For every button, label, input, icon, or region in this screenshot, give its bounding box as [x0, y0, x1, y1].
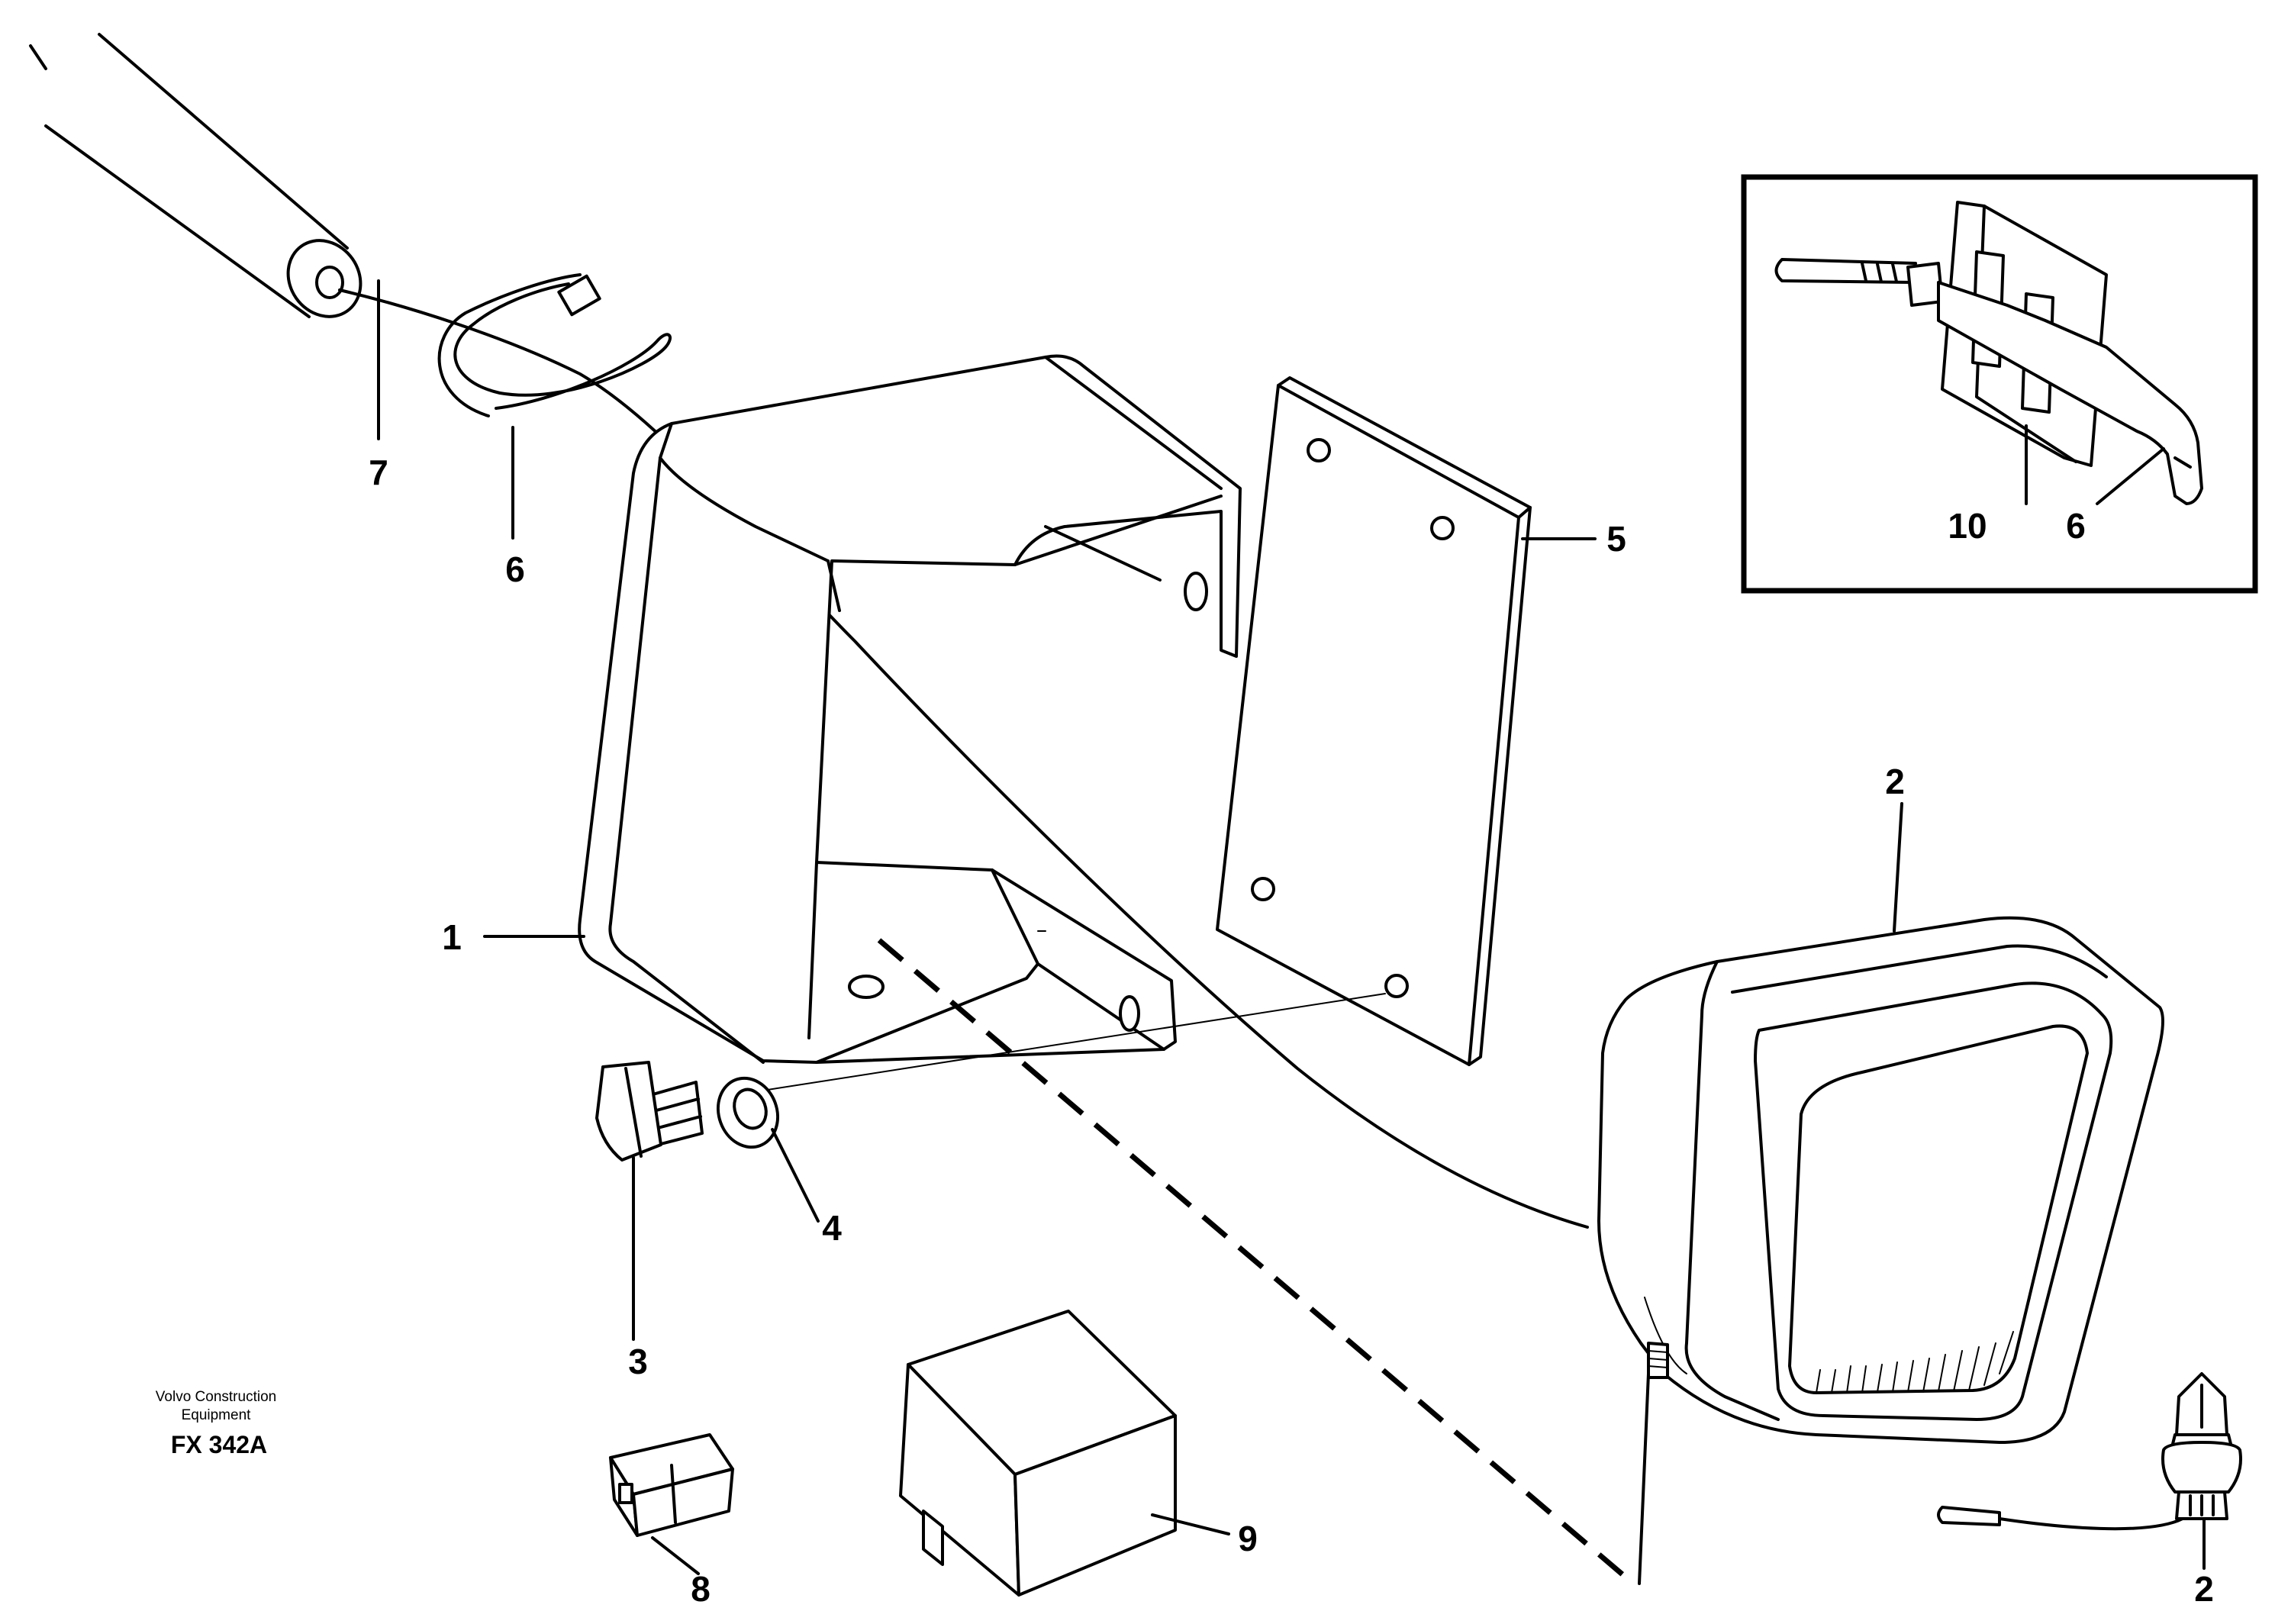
wire	[338, 288, 1589, 1229]
callout-7: 7	[369, 453, 388, 492]
leader-2-lamp	[1893, 802, 1903, 933]
relay	[899, 1310, 1177, 1597]
callout-8: 8	[691, 1569, 711, 1609]
leader-9	[1151, 1513, 1230, 1535]
centre-lines	[747, 930, 1386, 1094]
leader-8	[651, 1536, 700, 1575]
callout-6: 6	[505, 549, 525, 589]
figure-code: FX 342A	[171, 1431, 267, 1458]
caption-line-1: Volvo Construction	[156, 1389, 276, 1405]
callout-1: 1	[442, 917, 462, 957]
bracket	[578, 354, 1242, 1064]
bolt	[595, 1061, 704, 1162]
plate	[1216, 376, 1532, 1066]
connector	[609, 1433, 734, 1537]
leader-4	[771, 1128, 820, 1223]
cable-sleeve	[29, 33, 363, 318]
detail-inset	[1741, 174, 2258, 594]
callout-2-lamp: 2	[1885, 762, 1905, 801]
washer	[716, 1076, 780, 1149]
callout-6-inset: 6	[2066, 506, 2086, 546]
callout-2-bulb: 2	[2194, 1569, 2214, 1609]
leader-lines	[377, 279, 2206, 1575]
callout-5: 5	[1606, 519, 1626, 559]
cable-tie	[437, 273, 672, 417]
leader-6-inset	[2096, 447, 2165, 505]
work-lamp	[1597, 916, 2164, 1444]
callout-9: 9	[1238, 1519, 1258, 1558]
callout-10: 10	[1948, 506, 1987, 546]
callout-3: 3	[628, 1342, 648, 1381]
assembly-dashed-line	[877, 938, 1650, 1586]
bulb	[1937, 1372, 2242, 1531]
caption-line-2: Equipment	[182, 1407, 252, 1423]
callout-4: 4	[822, 1208, 842, 1248]
